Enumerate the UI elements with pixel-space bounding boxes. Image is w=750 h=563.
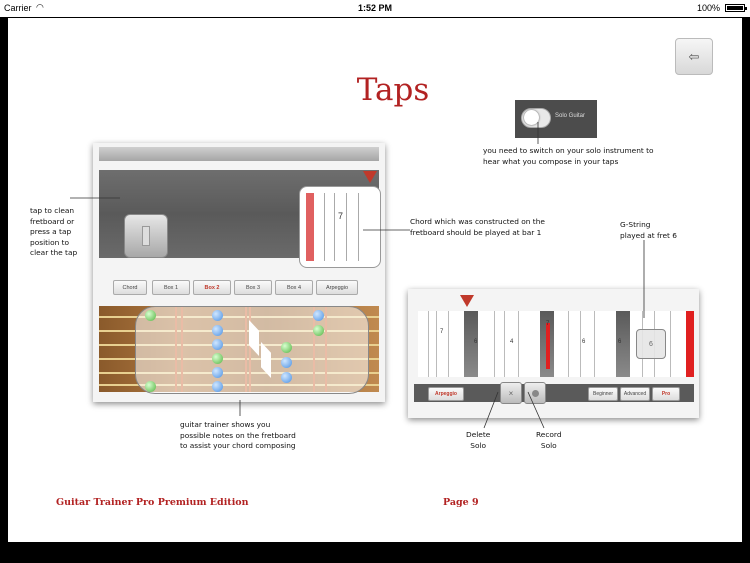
tab-box-3: Box 3 bbox=[234, 280, 272, 295]
note-line: position to bbox=[30, 237, 70, 247]
delete-icon: × bbox=[508, 388, 514, 398]
note-dot bbox=[212, 325, 223, 336]
fret-number: 4 bbox=[510, 339, 514, 345]
callout-lines bbox=[70, 122, 645, 429]
battery-percentage: 100% bbox=[696, 3, 720, 13]
strip-number: 7 bbox=[338, 211, 344, 221]
triangle-marker-icon bbox=[460, 295, 474, 307]
chord-strip-image: 7 bbox=[299, 186, 381, 268]
footer-edition: Guitar Trainer Pro Premium Edition bbox=[56, 497, 249, 508]
tab-box-4: Box 4 bbox=[275, 280, 313, 295]
tab-arpeggio: Arpeggio bbox=[316, 280, 358, 295]
note-dot bbox=[313, 325, 324, 336]
page-title: Taps bbox=[356, 72, 430, 108]
solo-switch-screenshot: Solo Guitar bbox=[515, 100, 597, 138]
note-line: Solo bbox=[470, 440, 487, 450]
fret-number: 7 bbox=[546, 321, 550, 327]
tab-box-1: Box 1 bbox=[152, 280, 190, 295]
tap-position-image bbox=[124, 214, 168, 258]
note-line: fretboard should be played at bar 1 bbox=[410, 227, 542, 237]
triangle-marker-icon bbox=[363, 171, 377, 183]
back-arrow-icon: ⇦ bbox=[688, 48, 700, 64]
note-delete-solo: Delete Solo bbox=[466, 430, 490, 451]
fret-number: 7 bbox=[440, 329, 444, 335]
battery-icon bbox=[725, 4, 747, 12]
tap-area-image: 7 bbox=[99, 170, 381, 268]
status-bar: Carrier ◠ 1:52 PM 100% bbox=[0, 0, 750, 17]
note-line: you need to switch on your solo instrume… bbox=[483, 146, 654, 155]
carrier-label: Carrier bbox=[4, 3, 32, 13]
fret-number: 6 bbox=[582, 339, 586, 345]
note-guitar-trainer: guitar trainer shows you possible notes … bbox=[180, 420, 296, 452]
g-string-marker: 6 bbox=[636, 329, 666, 359]
note-dot bbox=[212, 339, 223, 350]
beginner-button-image: Beginner bbox=[588, 387, 618, 401]
note-dot bbox=[212, 367, 223, 378]
note-line: Record bbox=[536, 430, 562, 439]
toggle-knob-image bbox=[521, 108, 551, 128]
note-solo-switch: you need to switch on your solo instrume… bbox=[483, 146, 654, 167]
fret-number: 6 bbox=[474, 339, 478, 345]
note-line: possible notes on the fretboard bbox=[180, 430, 296, 440]
tab-chord: Chord bbox=[113, 280, 147, 295]
note-line: fretboard or bbox=[30, 216, 75, 226]
advanced-button-image: Advanced bbox=[620, 387, 650, 401]
note-dot bbox=[145, 310, 156, 321]
note-dot bbox=[145, 381, 156, 392]
note-dot bbox=[212, 381, 223, 392]
note-line: played at fret 6 bbox=[620, 230, 677, 240]
tab-box-2: Box 2 bbox=[193, 280, 231, 295]
note-line: Chord which was constructed on the bbox=[410, 217, 545, 226]
pro-button-image: Pro bbox=[652, 387, 680, 401]
wifi-icon: ◠ bbox=[36, 2, 44, 12]
note-line: to assist your chord composing bbox=[180, 441, 296, 450]
fret-number: 6 bbox=[618, 339, 622, 345]
arpeggio-button-image: Arpeggio bbox=[428, 387, 464, 401]
note-dot bbox=[281, 357, 292, 368]
fretboard-image bbox=[99, 306, 379, 394]
solo-switch-label: Solo Guitar bbox=[555, 113, 586, 119]
note-line: Solo bbox=[540, 440, 557, 450]
note-line: clear the tap bbox=[30, 248, 78, 257]
note-line: guitar trainer shows you bbox=[180, 420, 271, 429]
note-line: press a tap bbox=[30, 227, 72, 236]
note-line: G-String bbox=[620, 220, 651, 229]
note-dot bbox=[212, 353, 223, 364]
record-solo-button-image bbox=[524, 382, 546, 404]
back-button[interactable]: ⇦ bbox=[675, 38, 713, 75]
note-dot bbox=[212, 310, 223, 321]
toolbar-image bbox=[99, 147, 379, 161]
note-tap-to-clean: tap to clean fretboard or press a tap po… bbox=[30, 206, 77, 259]
delete-solo-button-image: × bbox=[500, 382, 522, 404]
g-string-fret: 6 bbox=[649, 340, 653, 348]
note-line: hear what you compose in your taps bbox=[483, 156, 619, 166]
note-dot bbox=[281, 372, 292, 383]
note-line: Delete bbox=[466, 430, 491, 439]
tab-row: Chord Box 1 Box 2 Box 3 Box 4 Arpeggio bbox=[99, 280, 379, 295]
note-dot bbox=[281, 342, 292, 353]
note-dot bbox=[313, 310, 324, 321]
note-overlay bbox=[135, 306, 369, 394]
note-g-string: G-String played at fret 6 bbox=[620, 220, 677, 241]
manual-page: ⇦ Taps Solo Guitar you need to switch on… bbox=[8, 18, 742, 542]
left-screenshot: 7 Chord Box 1 Box 2 Box 3 Box 4 Arpeggio bbox=[93, 143, 385, 402]
status-time: 1:52 PM bbox=[357, 3, 392, 13]
note-record-solo: Record Solo bbox=[536, 430, 562, 451]
record-icon bbox=[531, 389, 539, 397]
right-screenshot: 7 6 4 7 6 6 6 Arpeggio × Beginner Advanc… bbox=[408, 289, 699, 418]
footer-page-number: Page 9 bbox=[443, 497, 479, 508]
red-indicator bbox=[686, 311, 694, 377]
note-chord-constructed: Chord which was constructed on the fretb… bbox=[410, 217, 545, 238]
note-line: tap to clean bbox=[30, 206, 75, 215]
